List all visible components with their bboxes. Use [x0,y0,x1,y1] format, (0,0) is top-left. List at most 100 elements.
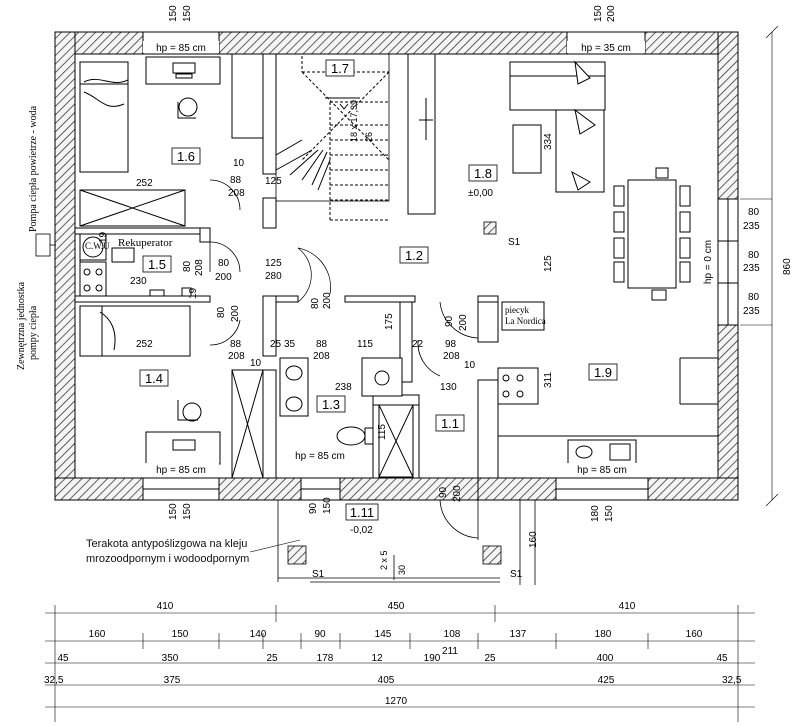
terrace-note-2: mrozoodpornym i wodoodpornym [86,553,249,565]
dim-right-80a: 80 [748,207,760,218]
column-label-b: S1 [312,569,325,580]
interior-dimensions: 10 88 208 125 252 19 80 208 80 200 125 2… [98,133,554,548]
room-label-1-1: 1.1 [441,416,459,431]
room-label-1-9: 1.9 [594,365,612,380]
dim-int-35: 35 [284,339,296,350]
doors [209,179,479,540]
external-unit-label-1: Zewnętrzna jednostka [16,281,27,370]
external-unit [35,233,56,257]
dim-int-311: 311 [543,372,554,388]
dim-int-125b: 125 [265,258,282,269]
row2-8: 160 [686,629,703,640]
rekuperator-label: Rekuperator [118,237,173,249]
row1-2: 410 [619,601,636,612]
room-label-1-2: 1.2 [405,248,423,263]
dim-int-80a: 80 [182,260,193,272]
row3-3: 178 [317,653,334,664]
dim-int-88c: 88 [316,339,328,350]
dim-bottom-3a: 180 [590,505,601,522]
row4-3: 425 [598,675,615,686]
dim-right-235b: 235 [743,263,760,274]
dim-right-total: 860 [782,258,793,275]
row3-2: 25 [266,653,278,664]
stove-label-1: piecyk [505,305,529,315]
sill-height-bathroom: hp = 85 cm [295,451,345,462]
row4-2: 405 [378,675,395,686]
room-label-1-7: 1.7 [331,61,349,76]
row2-0: 160 [89,629,106,640]
dim-int-25: 25 [270,339,282,350]
row3-211: 211 [442,646,458,657]
dim-int-200e: 200 [452,485,463,502]
dim-int-252b: 252 [136,339,153,350]
staircase [275,53,436,221]
room-label-1-11: 1.11 [350,505,374,520]
dim-int-130: 130 [440,382,457,393]
dim-int-115b: 115 [377,424,388,440]
dim-bottom-2a: 90 [308,502,319,514]
room-label-1-8: 1.8 [474,166,492,181]
row1-1: 450 [388,601,405,612]
bottom-window-dimensions: 150 150 90 150 180 150 [168,497,615,522]
row2-4: 145 [375,629,392,640]
dim-int-175: 175 [384,313,395,330]
level-main: ±0,00 [468,188,493,199]
heat-pump-label: Pompa ciepła powietrze - woda [28,105,39,232]
dim-top-2b: 200 [606,5,617,22]
row3-1: 350 [162,653,179,664]
dim-int-10b: 10 [250,358,262,369]
sill-height-kitchen: hp = 85 cm [577,465,627,476]
window-sill-labels: hp = 85 cm hp = 35 cm hp = 85 cm hp = 85… [143,41,714,476]
top-window-dimensions: 150 150 150 200 [168,5,617,22]
dim-right-80c: 80 [748,292,760,303]
row3-6: 25 [484,653,496,664]
sill-height-top-left: hp = 85 cm [156,43,206,54]
room-label-1-5: 1.5 [148,257,166,272]
dim-int-208c: 208 [228,351,245,362]
dim-int-98: 98 [445,339,457,350]
dim-int-22: 22 [412,339,424,350]
stove-label-2: La Nordica [505,316,546,326]
row1-0: 410 [157,601,174,612]
dim-right-235c: 235 [743,306,760,317]
row3-0: 45 [57,653,69,664]
dim-right-80b: 80 [748,250,760,261]
dim-int-19: 19 [98,231,109,243]
dim-int-200a: 200 [215,272,232,283]
dim-bottom-3b: 150 [604,505,615,522]
dim-int-334: 334 [543,133,554,150]
dim-int-230: 230 [130,276,147,287]
column-label-c: S1 [510,569,523,580]
dim-int-208d: 208 [313,351,330,362]
room-label-1-3: 1.3 [322,397,340,412]
row2-3: 90 [314,629,326,640]
dim-int-208a: 208 [228,188,245,199]
dim-int-208e: 208 [443,351,460,362]
bottom-dimension-lines [45,605,755,722]
dim-int-208b: 208 [194,259,205,276]
room-labels: 1.7 1.6 1.8 1.2 1.5 1.9 1.4 1.3 1.1 1.11 [139,59,618,521]
dim-int-238: 238 [335,382,352,393]
step-dim-2: 30 [397,565,407,575]
bottom-dimensions: 410 450 410 160 150 140 90 145 108 137 1… [44,601,742,707]
right-dimensions: 80 235 80 235 80 235 860 [743,207,793,317]
row2-1: 150 [172,629,189,640]
dim-int-19b: 19 [188,287,199,299]
dim-int-90a: 90 [444,315,455,327]
dim-int-80b: 80 [218,258,230,269]
room-label-1-6: 1.6 [177,149,195,164]
dim-int-200b: 200 [230,305,241,322]
room-label-1-4: 1.4 [145,371,163,386]
row3-4: 12 [371,653,383,664]
dim-int-200d: 200 [458,314,469,331]
dim-int-125c: 125 [543,255,554,272]
row3-7: 400 [597,653,614,664]
stair-dim-26: 26 [364,132,374,142]
row5-total: 1270 [385,696,408,707]
dim-bottom-2b: 150 [322,497,333,514]
row2-5: 108 [444,629,461,640]
sill-height-right: hp = 0 cm [703,240,714,284]
dim-int-88a: 88 [230,175,242,186]
row4-1: 375 [164,675,181,686]
